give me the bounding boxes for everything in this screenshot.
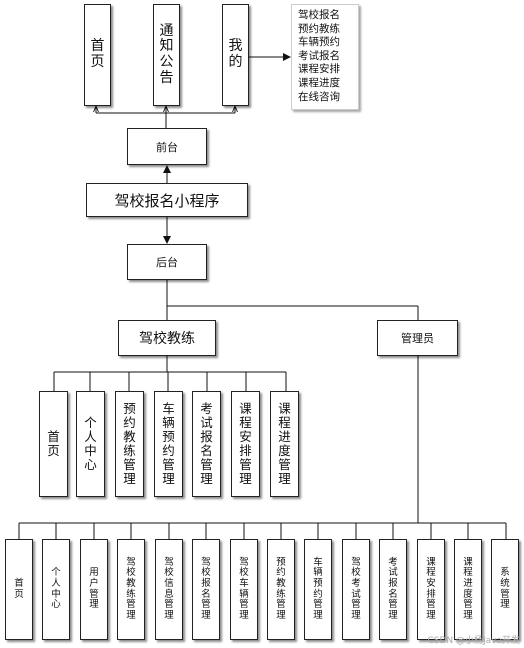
admin-module: 驾校考试管理 — [342, 539, 370, 640]
admin-module: 车辆预约管理 — [304, 539, 332, 640]
coach-module: 首页 — [39, 391, 68, 497]
mine-feature: 考试报名 — [298, 49, 340, 62]
coach-module: 个人中心 — [76, 391, 105, 497]
mine-feature: 预约教练 — [298, 22, 340, 35]
admin-module: 驾校车辆管理 — [230, 539, 258, 640]
app-title-node: 驾校报名小程序 — [86, 183, 248, 217]
nav-home-node: 首页 — [84, 4, 111, 106]
admin-module: 课程安排管理 — [417, 539, 445, 640]
admin-module: 考试报名管理 — [379, 539, 407, 640]
mine-feature: 在线咨询 — [298, 90, 340, 103]
mine-feature: 驾校报名 — [298, 9, 340, 21]
nav-mine-node: 我的 — [222, 4, 249, 106]
admin-module: 个人中心 — [42, 539, 70, 640]
admin-module: 预约教练管理 — [267, 539, 295, 640]
nav-notice-node: 通知公告 — [153, 4, 180, 106]
coach-module: 车辆预约管理 — [154, 391, 183, 497]
mine-feature: 课程进度 — [298, 76, 340, 89]
coach-module: 考试报名管理 — [192, 391, 221, 497]
backend-node: 后台 — [127, 244, 207, 280]
coach-node: 驾校教练 — [118, 320, 216, 356]
admin-module: 首页 — [5, 539, 33, 640]
watermark: CSDN @小杨Java开发 — [427, 636, 520, 646]
admin-module: 课程进度管理 — [454, 539, 482, 640]
mine-feature: 课程安排 — [298, 63, 340, 76]
coach-module: 课程进度管理 — [270, 391, 299, 497]
admin-node: 管理员 — [377, 320, 458, 356]
admin-module: 驾校教练管理 — [117, 539, 145, 640]
admin-module: 驾校报名管理 — [192, 539, 220, 640]
mine-features-note: 驾校报名 预约教练 车辆预约 考试报名 课程安排 课程进度 在线咨询 — [291, 4, 359, 110]
admin-module: 驾校信息管理 — [155, 539, 183, 640]
coach-module: 预约教练管理 — [115, 391, 144, 497]
coach-module: 课程安排管理 — [231, 391, 260, 497]
mine-feature: 车辆预约 — [298, 36, 340, 49]
admin-module: 系统管理 — [491, 539, 519, 640]
admin-module: 用户管理 — [80, 539, 108, 640]
frontend-node: 前台 — [127, 128, 207, 165]
